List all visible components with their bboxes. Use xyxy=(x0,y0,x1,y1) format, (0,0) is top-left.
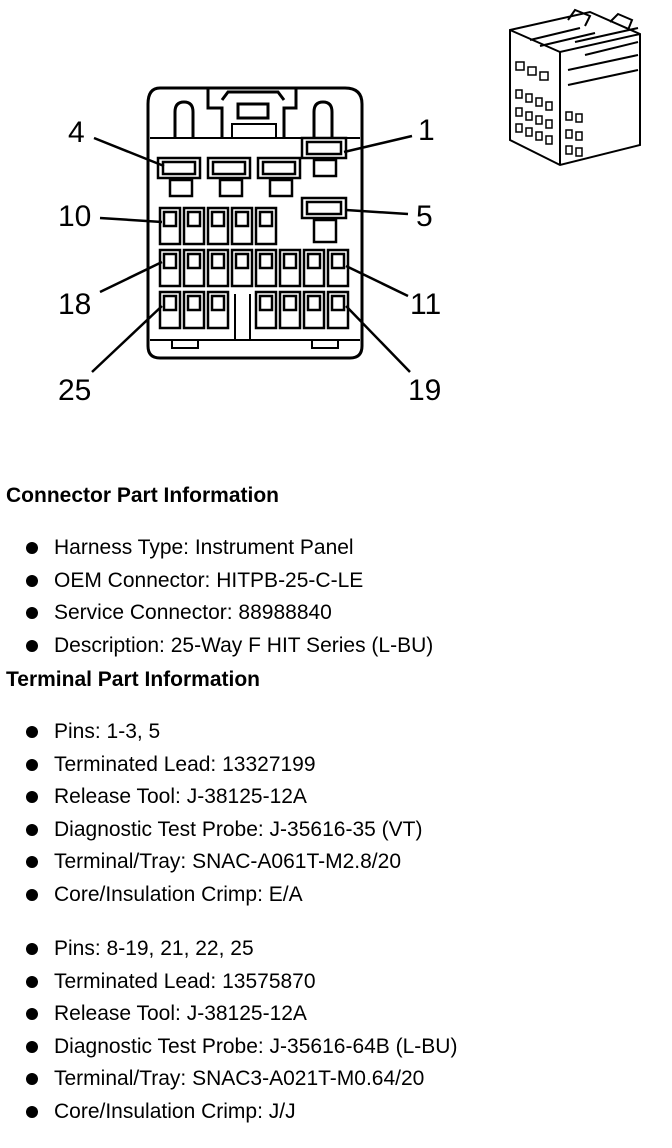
group-spacer xyxy=(6,911,666,933)
connector-part-information-title: Connector Part Information xyxy=(6,484,280,507)
list-item: Terminal/Tray: SNAC-A061T-M2.8/20 xyxy=(6,846,666,879)
part-information: Connector Part Information Harness Type:… xyxy=(6,480,666,1128)
pin-label-11: 11 xyxy=(410,288,441,321)
connector-face-diagram: 4 1 10 5 18 11 25 19 xyxy=(58,8,641,407)
connector-housing xyxy=(146,86,364,360)
connector-3d-illustration xyxy=(509,8,641,167)
list-item: Diagnostic Test Probe: J-35616-35 (VT) xyxy=(6,814,666,847)
list-item: Diagnostic Test Probe: J-35616-64B (L-BU… xyxy=(6,1031,666,1064)
large-cavity-pin-5 xyxy=(300,196,348,244)
list-item: Core/Insulation Crimp: E/A xyxy=(6,879,666,912)
small-cavities xyxy=(158,206,350,330)
list-item: Description: 25-Way F HIT Series (L-BU) xyxy=(6,630,666,663)
list-item: Release Tool: J-38125-12A xyxy=(6,998,666,1031)
pin-label-4: 4 xyxy=(68,116,85,149)
list-item: Pins: 8-19, 21, 22, 25 xyxy=(6,933,666,966)
large-cavities-row-1 xyxy=(156,136,348,198)
pin-label-1: 1 xyxy=(418,114,435,147)
list-item: Release Tool: J-38125-12A xyxy=(6,781,666,814)
terminal-part-information-title: Terminal Part Information xyxy=(6,668,260,691)
list-item: Terminal/Tray: SNAC3-A021T-M0.64/20 xyxy=(6,1063,666,1096)
pin-label-25: 25 xyxy=(58,374,91,407)
pin-label-18: 18 xyxy=(58,288,91,321)
list-item: Terminated Lead: 13327199 xyxy=(6,749,666,782)
list-item: OEM Connector: HITPB-25-C-LE xyxy=(6,565,666,598)
list-item: Pins: 1-3, 5 xyxy=(6,716,666,749)
list-item: Harness Type: Instrument Panel xyxy=(6,532,666,565)
list-item: Terminated Lead: 13575870 xyxy=(6,966,666,999)
list-item: Service Connector: 88988840 xyxy=(6,597,666,630)
pin-label-10: 10 xyxy=(58,200,91,233)
terminal-group-2-list: Pins: 8-19, 21, 22, 25 Terminated Lead: … xyxy=(6,933,666,1128)
connector-part-information-list: Harness Type: Instrument Panel OEM Conne… xyxy=(6,532,666,662)
pin-label-19: 19 xyxy=(408,374,441,407)
terminal-group-1-list: Pins: 1-3, 5 Terminated Lead: 13327199 R… xyxy=(6,716,666,911)
pin-label-5: 5 xyxy=(416,200,433,233)
leader-lines xyxy=(91,134,413,373)
list-item: Core/Insulation Crimp: J/J xyxy=(6,1096,666,1129)
